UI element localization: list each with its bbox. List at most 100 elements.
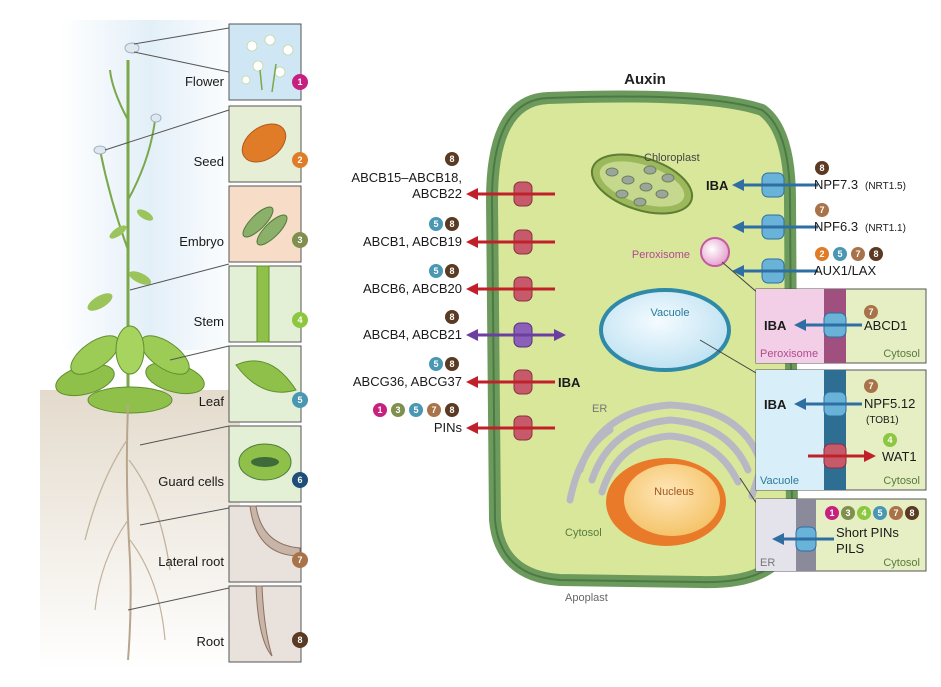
organ-number: 4: [297, 315, 302, 325]
transporter-label: PINs: [434, 420, 463, 435]
organ-number: 8: [449, 219, 454, 229]
chloroplast: [590, 153, 694, 215]
transporter-label: ABCG36, ABCG37: [353, 374, 462, 389]
compartment-label: ER: [760, 557, 775, 569]
organ-number: 1: [829, 508, 834, 518]
organ-box-embryo: Embryo 3: [179, 185, 308, 263]
organ-number: 1: [377, 405, 382, 415]
organ-number: 2: [819, 249, 824, 259]
efflux-transporter: IBA 5 8 ABCG36, ABCG37: [353, 357, 581, 395]
organ-label: Flower: [185, 74, 225, 89]
transporter-alias: (NRT1.5): [865, 181, 906, 192]
transporter-label: NPF6.3: [814, 219, 858, 234]
organ-number: 8: [449, 405, 454, 415]
efflux-transporters: 8 ABCB15–ABCB18, ABCB22 5 8 ABCB1, ABCB1…: [351, 152, 581, 441]
organ-number: 3: [395, 405, 400, 415]
organ-number: 7: [868, 381, 873, 391]
organ-number: 8: [449, 266, 454, 276]
arabidopsis-plant: [55, 42, 205, 661]
inset-vacuole: IBA 7 NPF5.12 (TOB1) 4 WAT1 Vacuole Cyto…: [755, 369, 927, 491]
transporter-label: AUX1/LAX: [814, 263, 876, 278]
transporter-label: PILS: [836, 541, 865, 556]
transporter-label: ABCD1: [864, 318, 907, 333]
organ-number: 8: [873, 249, 878, 259]
organ-number: 5: [433, 266, 438, 276]
apoplast-label: Apoplast: [565, 592, 608, 604]
organ-box-flower: Flower 1: [185, 23, 308, 101]
organ-box-guard-cells: Guard cells 6: [158, 425, 308, 503]
organ-number-badge: [292, 632, 308, 648]
organ-number: 8: [449, 359, 454, 369]
organ-label: Seed: [194, 154, 224, 169]
organ-number: 7: [819, 205, 824, 215]
organ-label: Stem: [194, 314, 224, 329]
side-label: Cytosol: [883, 475, 920, 487]
substrate-label: IBA: [558, 375, 581, 390]
organ-number-badge: [292, 232, 308, 248]
organ-number: 8: [449, 154, 454, 164]
organ-number-badge: [292, 392, 308, 408]
organ-number: 3: [297, 235, 302, 245]
organ-number: 5: [433, 359, 438, 369]
peroxisome-label: Peroxisome: [632, 249, 690, 261]
side-label: Cytosol: [883, 557, 920, 569]
transporter-label: ABCB15–ABCB18,: [351, 170, 462, 185]
compartment-label: Vacuole: [760, 475, 799, 487]
organ-number: 6: [297, 475, 302, 485]
cytosol-label: Cytosol: [565, 527, 602, 539]
organ-label: Root: [197, 634, 225, 649]
organ-number: 4: [887, 435, 892, 445]
side-label: Cytosol: [883, 348, 920, 360]
transporter-label: ABCB22: [412, 186, 462, 201]
nucleus: [624, 464, 720, 536]
transporter-label: NPF5.12: [864, 396, 915, 411]
organ-number: 7: [431, 405, 436, 415]
organ-number: 8: [909, 508, 914, 518]
efflux-transporter: 1 3 5 7 8 PINs: [373, 403, 555, 441]
diagram-title: Auxin: [624, 71, 666, 88]
bidirectional-transporter: 8 ABCB4, ABCB21: [363, 310, 566, 348]
transporter-label: NPF7.3: [814, 177, 858, 192]
endoplasmic-reticulum: [566, 401, 774, 504]
organ-number: 8: [819, 163, 824, 173]
organ-number: 7: [855, 249, 860, 259]
compartment-label: Peroxisome: [760, 348, 818, 360]
organ-number: 3: [845, 508, 850, 518]
influx-transporter: 2 5 7 8 AUX1/LAX: [732, 247, 883, 284]
transporter-label: WAT1: [882, 449, 917, 464]
organ-number: 8: [449, 312, 454, 322]
efflux-transporter: 8 ABCB15–ABCB18, ABCB22: [351, 152, 555, 207]
organ-number: 7: [297, 555, 302, 565]
organ-number: 8: [297, 635, 302, 645]
chloroplast-label: Chloroplast: [644, 152, 700, 164]
peroxisome: [700, 237, 730, 267]
organ-label: Guard cells: [158, 474, 224, 489]
organ-number: 2: [297, 155, 302, 165]
inset-peroxisome: IBA 7 ABCD1 Peroxisome Cytosol: [755, 288, 927, 364]
organ-number: 7: [893, 508, 898, 518]
organ-number: 5: [837, 249, 842, 259]
sky-background: [60, 20, 240, 350]
organ-number-badge: [292, 312, 308, 328]
inset-er: 1 3 4 5 7 8 Short PINs PILS ER Cytosol: [755, 498, 927, 572]
organ-number: 5: [297, 395, 302, 405]
organ-number: 1: [297, 77, 302, 87]
organ-number: 4: [861, 508, 866, 518]
organ-number-badge: [292, 74, 308, 90]
organ-box-root: Root 8: [197, 585, 308, 663]
organ-label: Leaf: [199, 394, 225, 409]
plant-panel: Flower 1 Seed 2 Embryo 3 Stem 4: [40, 20, 308, 670]
organ-box-seed: Seed 2: [194, 105, 308, 183]
substrate-label: IBA: [764, 318, 787, 333]
transporter-alias: (TOB1): [866, 415, 899, 426]
nucleus-label: Nucleus: [654, 486, 694, 498]
organ-number: 5: [877, 508, 882, 518]
transporter-label: ABCB4, ABCB21: [363, 327, 462, 342]
transporter-alias: (NRT1.1): [865, 223, 906, 234]
soil-background: [40, 390, 240, 670]
transporter-label: ABCB6, ABCB20: [363, 281, 462, 296]
organ-box-stem: Stem 4: [194, 265, 308, 343]
organ-label: Embryo: [179, 234, 224, 249]
substrate-label: IBA: [764, 397, 787, 412]
